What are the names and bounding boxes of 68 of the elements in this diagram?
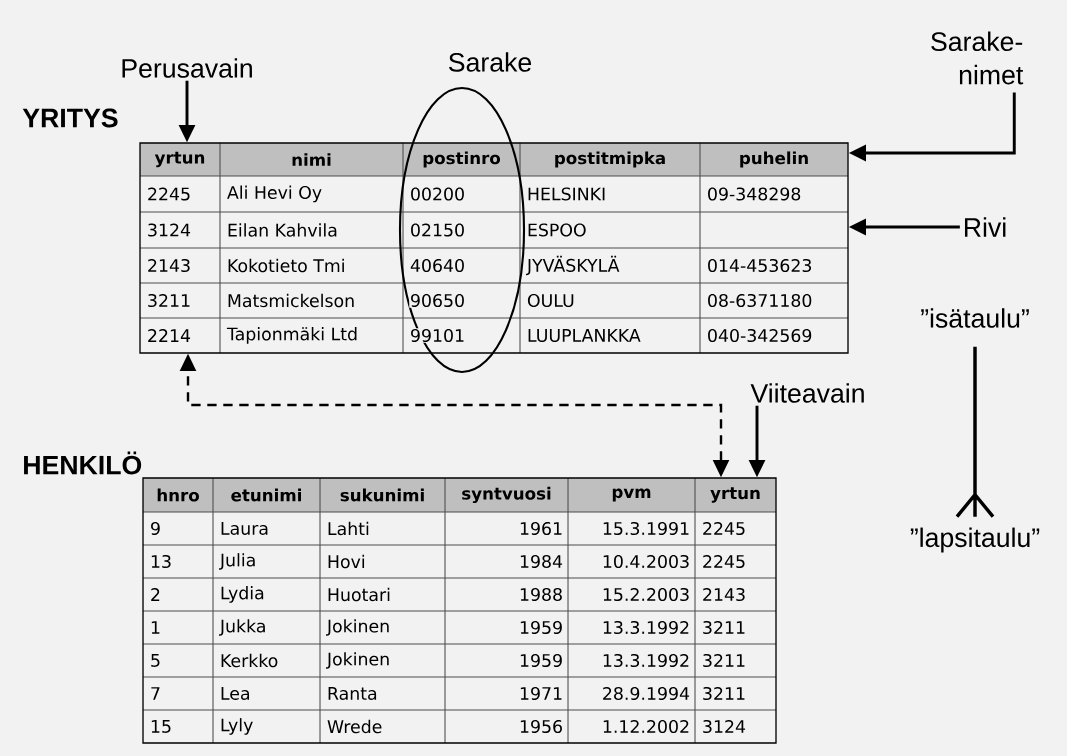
table-value: 2143 xyxy=(701,587,747,602)
table-value: Lydia xyxy=(219,585,266,604)
table-value: 1956 xyxy=(518,719,564,734)
table-value: 15 xyxy=(149,719,173,734)
table-value: 040-342569 xyxy=(706,328,814,343)
table-value: 90650 xyxy=(409,293,466,308)
table-value: 014-453623 xyxy=(706,258,814,273)
table-value: 3211 xyxy=(146,293,192,308)
annotation-text: Perusavain xyxy=(122,58,252,78)
table-value: 1984 xyxy=(518,554,564,569)
table-value: 15.2.2003 xyxy=(601,587,691,602)
table-value: Lyly xyxy=(219,717,254,736)
table-value: 3211 xyxy=(701,686,747,701)
table-value: 13.3.1992 xyxy=(601,653,691,668)
table-value: 5 xyxy=(149,653,162,668)
table-value: 13.3.1992 xyxy=(601,620,691,635)
table-value: 99101 xyxy=(409,328,466,343)
table-value: 2245 xyxy=(701,521,747,536)
annotation-text: Viiteavain xyxy=(750,383,864,403)
table-value: 3211 xyxy=(701,653,747,668)
table-value: 15.3.1991 xyxy=(601,521,691,536)
column-caption: Sarake xyxy=(448,52,532,72)
crows-foot-line xyxy=(955,345,995,519)
table-value: LUUPLANKKA xyxy=(526,328,642,343)
table-value: Ranta xyxy=(326,686,379,701)
table-value: Matsmickelson xyxy=(226,293,356,308)
table-value: Lahti xyxy=(326,521,371,536)
table-value: 28.9.1994 xyxy=(601,686,691,701)
column-header: sukunimi xyxy=(320,478,445,512)
annotation-text: ”isätaulu” xyxy=(921,308,1029,328)
table-value: Huotari xyxy=(326,587,392,602)
column-header: etunimi xyxy=(213,478,320,512)
annotation-text: ”lapsitaulu” xyxy=(910,527,1040,553)
table-value: 2245 xyxy=(701,554,747,569)
table-value: 2 xyxy=(149,587,162,602)
table-value: 08-6371180 xyxy=(706,293,814,308)
table-value: 2143 xyxy=(146,258,192,273)
table-value: 3124 xyxy=(701,719,747,734)
table-value: 3211 xyxy=(701,620,747,635)
table-value: 1.12.2002 xyxy=(601,719,691,734)
table-value: Laura xyxy=(219,521,270,536)
column-header: syntvuosi xyxy=(445,478,568,512)
table-value: OULU xyxy=(526,293,576,308)
table-value: Wrede xyxy=(326,719,384,734)
column-header: hnro xyxy=(143,478,213,512)
table-value: Lea xyxy=(219,686,252,701)
table-value: 1988 xyxy=(518,587,564,602)
table-value: Kokotieto Tmi xyxy=(226,258,347,273)
annotation-text: Sarake- nimet xyxy=(931,31,1024,85)
table-value: Kerkko xyxy=(219,653,279,668)
table-value: JYVÄSKYLÄ xyxy=(526,255,621,276)
table-value: 1961 xyxy=(518,521,564,536)
annotation-text: Rivi xyxy=(965,217,1006,237)
table-value: Hovi xyxy=(326,554,367,569)
table-value: 10.4.2003 xyxy=(601,554,691,569)
table-title: HENKILÖ xyxy=(24,451,142,475)
table-value: 13 xyxy=(149,554,173,569)
table-value: 40640 xyxy=(409,258,466,273)
table-value: 1959 xyxy=(518,653,564,668)
data-table xyxy=(22,108,849,354)
table-value: 2214 xyxy=(146,328,192,343)
table-value: 9 xyxy=(149,521,162,536)
table-value: 1971 xyxy=(518,686,564,701)
column-header: pvm xyxy=(568,478,695,512)
data-table xyxy=(24,451,777,744)
table-title: YRITYS xyxy=(22,108,118,128)
table-value: 1959 xyxy=(518,620,564,635)
table-value: Tapionmäki Ltd xyxy=(226,326,359,345)
